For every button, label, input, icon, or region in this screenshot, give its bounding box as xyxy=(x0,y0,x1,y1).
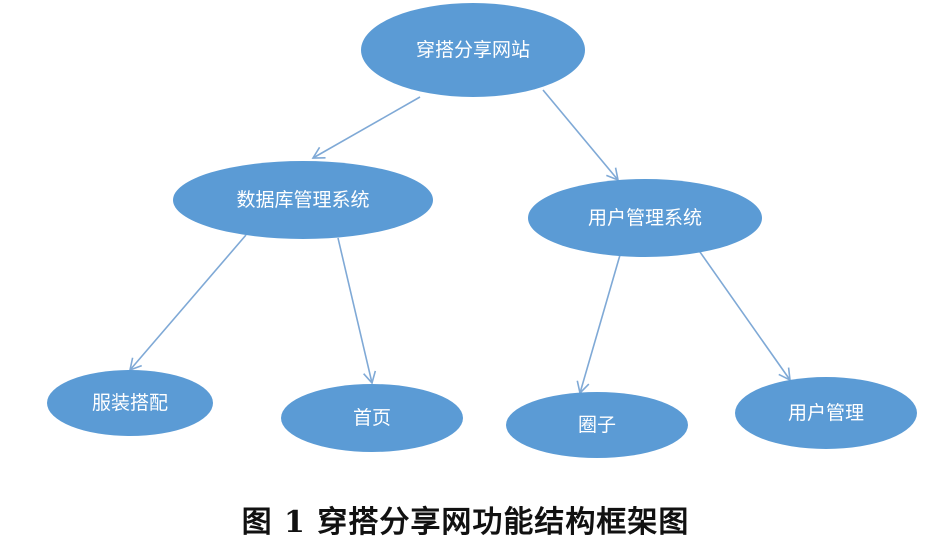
node-user-system-label: 用户管理系统 xyxy=(588,207,702,229)
node-circle: 圈子 xyxy=(506,392,688,458)
node-home-label: 首页 xyxy=(353,407,391,429)
node-home: 首页 xyxy=(281,384,463,452)
node-user-mgmt: 用户管理 xyxy=(735,377,917,449)
edge-db-system-to-outfit xyxy=(128,234,247,372)
edge-db-system-to-home xyxy=(337,237,377,385)
function-structure-diagram: 穿搭分享网站 数据库管理系统 用户管理系统 服装搭配 首页 圈子 用户管理 xyxy=(47,3,917,458)
edge-user-system-to-circle xyxy=(576,254,621,395)
node-home-shape xyxy=(281,384,463,452)
edges xyxy=(128,89,791,395)
node-outfit-shape xyxy=(47,370,213,436)
node-db-system: 数据库管理系统 xyxy=(173,161,433,239)
figure-caption: 图 1 穿搭分享网功能结构框架图 xyxy=(241,505,690,540)
node-outfit-label: 服装搭配 xyxy=(92,392,168,414)
node-db-system-label: 数据库管理系统 xyxy=(236,189,369,211)
edge-root-to-db-system xyxy=(311,96,421,159)
node-root: 穿搭分享网站 xyxy=(361,3,585,97)
node-user-system-shape xyxy=(528,179,762,257)
node-root-label: 穿搭分享网站 xyxy=(416,39,530,61)
node-user-mgmt-shape xyxy=(735,377,917,449)
node-outfit: 服装搭配 xyxy=(47,370,213,436)
edge-user-system-to-user-mgmt xyxy=(699,251,791,382)
node-db-system-shape xyxy=(173,161,433,239)
node-user-mgmt-label: 用户管理 xyxy=(788,402,864,424)
node-user-system: 用户管理系统 xyxy=(528,179,762,257)
edge-root-to-user-system xyxy=(542,89,620,182)
node-circle-shape xyxy=(506,392,688,458)
node-circle-label: 圈子 xyxy=(578,414,616,436)
node-root-shape xyxy=(361,3,585,97)
